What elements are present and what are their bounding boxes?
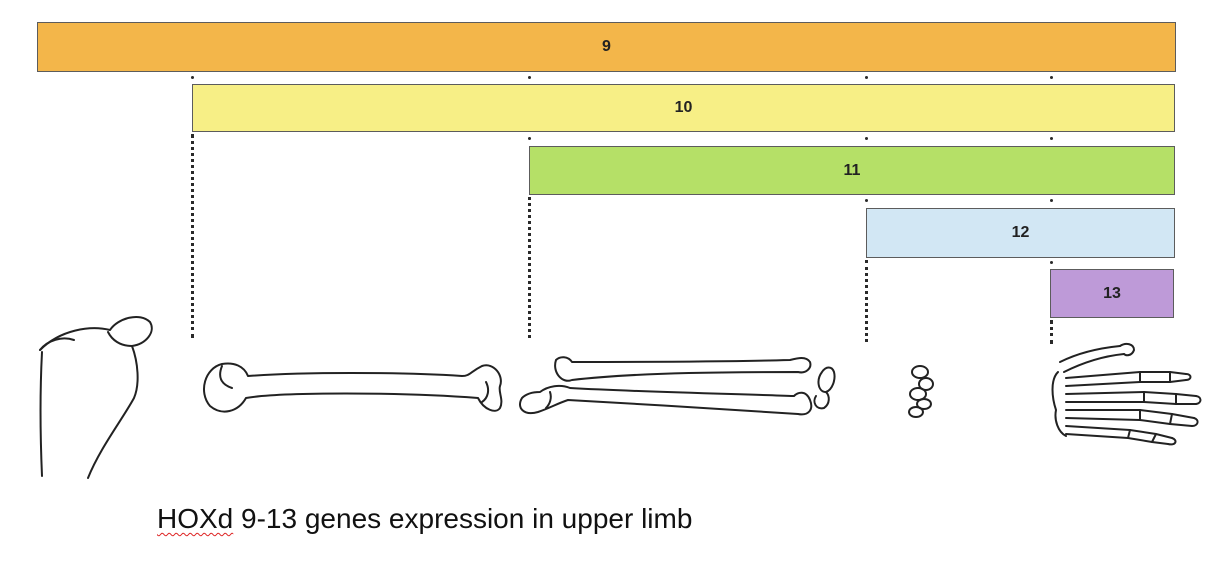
boundary-tick [1050,137,1053,140]
boundary-tick [1050,76,1053,79]
hox-expression-diagram: 9 10 11 12 13 [37,22,1202,479]
hand-icon [1051,342,1202,446]
figure-caption: HOXd 9-13 genes expression in upper limb [157,503,692,535]
boundary-tick [528,137,531,140]
boundary-tick [1050,199,1053,202]
boundary-tick [865,199,868,202]
bar-hoxd10: 10 [192,84,1175,132]
boundary-line-10 [191,134,194,338]
bar-label-10: 10 [674,99,693,116]
bar-label-13: 13 [1103,284,1121,302]
boundary-tick [865,76,868,79]
boundary-line-13 [1050,320,1053,344]
bar-label-9: 9 [602,38,611,55]
boundary-tick [865,137,868,140]
boundary-tick [528,76,531,79]
bar-hoxd11: 11 [529,146,1175,195]
boundary-line-11 [528,197,531,338]
boundary-line-12 [865,260,868,342]
bar-label-12: 12 [1011,224,1030,241]
caption-text: 9-13 genes expression in upper limb [233,503,693,534]
caption-abbr: HOXd [157,503,234,534]
small-bone-icon [813,366,836,410]
boundary-tick [191,76,194,79]
bar-label-11: 11 [843,161,861,179]
bar-hoxd13: 13 [1050,269,1174,318]
bones-illustration [39,315,1202,479]
radius-ulna-icon [519,356,813,416]
scapula-icon [39,315,153,479]
bar-hoxd9: 9 [37,22,1176,72]
humerus-icon [203,362,503,413]
boundary-tick [1050,261,1053,264]
bar-hoxd12: 12 [866,208,1175,258]
carpals-icon [908,365,934,418]
